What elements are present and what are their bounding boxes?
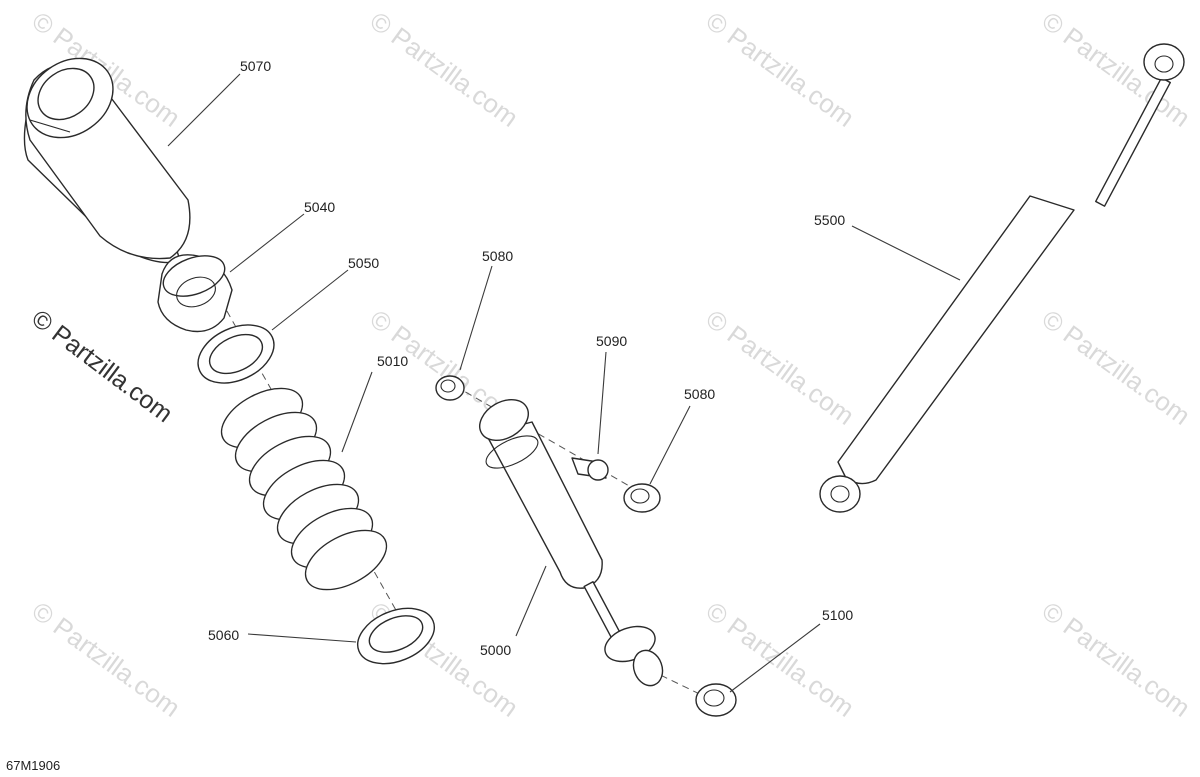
leader-5040: [229, 213, 305, 273]
damper-top-eye: [1143, 43, 1185, 81]
bushing-bore: [630, 488, 650, 504]
part-5080-bushing-upper: [435, 375, 465, 401]
retainer-top: [162, 255, 226, 297]
spring-coil: [304, 529, 388, 591]
watermark: © Partzilla.com: [26, 596, 185, 723]
callout-5100: 5100: [822, 607, 853, 623]
callout-5500: 5500: [814, 212, 845, 228]
drawing-code: 67M1906: [6, 758, 60, 773]
leader-lines: [167, 73, 961, 693]
callout-5000: 5000: [480, 642, 511, 658]
leader-5080-right: [649, 405, 691, 485]
sleeve-end: [587, 459, 609, 481]
watermark: © Partzilla.com: [700, 6, 859, 133]
leader-5010: [341, 371, 373, 453]
part-5500-damper: [819, 43, 1185, 513]
leader-5080-upper: [459, 265, 493, 371]
watermark: © Partzilla.com: [364, 6, 523, 133]
boot-opening-inner: [37, 67, 95, 121]
callout-5060: 5060: [208, 627, 239, 643]
part-5010-spring: [220, 387, 388, 591]
watermark: © Partzilla.com: [700, 304, 859, 431]
part-5080-bushing-right: [623, 483, 661, 513]
side-watermark: © Partzilla.com: [26, 304, 177, 428]
part-5090-sleeve: [571, 457, 609, 481]
damper-bottom-bore: [830, 485, 850, 503]
leader-5090: [597, 351, 607, 455]
bushing-body: [623, 483, 661, 513]
leader-5100: [729, 623, 821, 693]
callout-5010: 5010: [377, 353, 408, 369]
washer-inner: [208, 333, 264, 375]
leader-5060: [247, 633, 357, 643]
shock-top-ring: [485, 435, 539, 469]
bushing-body: [435, 375, 465, 401]
damper-body: [837, 195, 1075, 485]
part-5060-split-ring: [357, 607, 435, 665]
part-5050-washer: [197, 324, 275, 384]
callout-labels: 5070 5040 5050 5010 5060 5080 5090 5080 …: [208, 58, 853, 658]
watermark: © Partzilla.com: [1036, 596, 1195, 723]
damper-bottom-eye: [819, 475, 861, 513]
shock-cylinder: [485, 421, 603, 589]
callout-5070: 5070: [240, 58, 271, 74]
part-5070-boot: [23, 57, 191, 264]
leader-5070: [167, 73, 241, 147]
part-5000-shock: [479, 399, 664, 687]
axis-line-middle: [454, 385, 646, 496]
boot-seam: [29, 119, 71, 133]
callout-5090: 5090: [596, 333, 627, 349]
bushing-bore: [703, 689, 725, 707]
shock-lower-eye: [632, 649, 664, 687]
callout-5080-upper: 5080: [482, 248, 513, 264]
bushing-body: [695, 683, 737, 717]
leader-5000: [515, 565, 547, 637]
callout-5080-right: 5080: [684, 386, 715, 402]
leader-5050: [271, 269, 349, 331]
split-ring-inner: [368, 615, 424, 653]
watermark: © Partzilla.com: [1036, 304, 1195, 431]
leader-5500: [851, 225, 961, 281]
part-5040-retainer: [157, 254, 233, 333]
retainer-bore: [176, 276, 216, 308]
shock-top-eye: [479, 399, 529, 441]
part-5100-bushing: [695, 683, 737, 717]
callout-5040: 5040: [304, 199, 335, 215]
bushing-bore: [440, 379, 456, 393]
damper-top-bore: [1154, 55, 1174, 73]
callout-5050: 5050: [348, 255, 379, 271]
